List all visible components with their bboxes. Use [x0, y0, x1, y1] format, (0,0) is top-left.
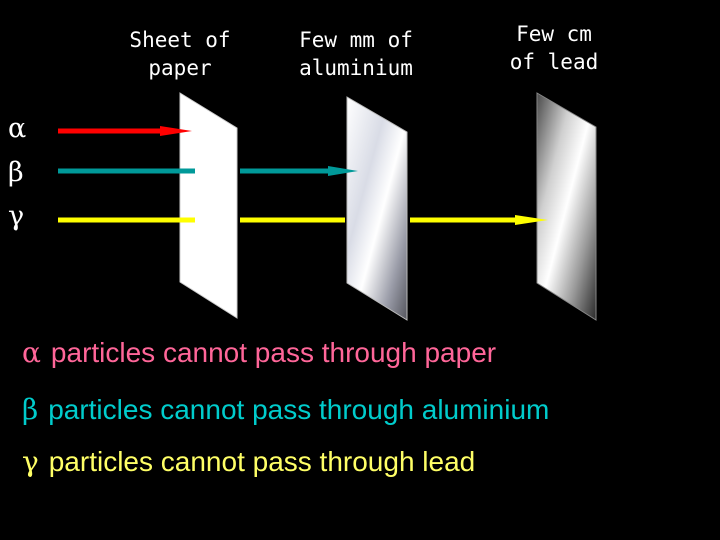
beta-arrowhead [328, 166, 358, 176]
aluminium-label: Few mm of aluminium [286, 26, 426, 82]
alpha-symbol: α [8, 113, 27, 144]
gamma-statement-text: particles cannot pass through lead [48, 446, 476, 477]
beta-statement-symbol: β [22, 393, 39, 426]
alpha-statement-symbol: α [22, 336, 41, 369]
gamma-statement: γ particles cannot pass through lead [22, 445, 475, 479]
lead-label-line-2: of lead [509, 50, 599, 74]
paper-label-line-2: paper [148, 56, 212, 80]
paper-sheet [179, 92, 238, 319]
alpha-statement-text: particles cannot pass through paper [50, 337, 497, 368]
beta-statement-text: particles cannot pass through aluminium [48, 394, 550, 425]
paper-label: Sheet of paper [120, 26, 240, 82]
aluminium-label-line-1: Few mm of [299, 28, 413, 52]
beta-symbol: β [8, 157, 24, 188]
gamma-statement-symbol: γ [22, 445, 39, 478]
paper-label-line-1: Sheet of [129, 28, 231, 52]
beta-statement: β particles cannot pass through aluminium [22, 393, 549, 427]
lead-label: Few cm of lead [494, 20, 614, 76]
gamma-symbol: γ [8, 201, 25, 232]
lead-sheet [536, 92, 597, 321]
gamma-arrowhead [515, 215, 548, 225]
alpha-arrowhead [160, 126, 192, 136]
aluminium-sheet [346, 96, 408, 321]
lead-label-line-1: Few cm [516, 22, 592, 46]
alpha-statement: α particles cannot pass through paper [22, 336, 496, 370]
aluminium-label-line-2: aluminium [299, 56, 413, 80]
